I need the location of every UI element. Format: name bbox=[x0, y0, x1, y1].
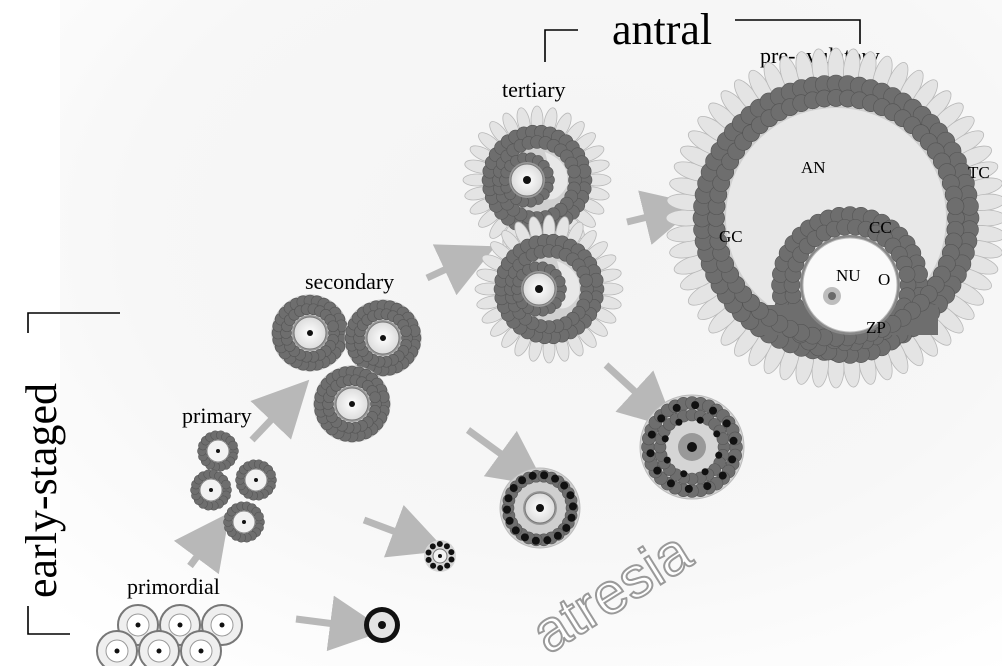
atretic-follicle-degenerate bbox=[364, 607, 400, 643]
tertiary-label: tertiary bbox=[502, 77, 566, 102]
secondary-label: secondary bbox=[305, 269, 394, 294]
primary-label: primary bbox=[182, 403, 252, 428]
nucleolus bbox=[828, 292, 836, 300]
secondary-follicle bbox=[272, 295, 348, 371]
nu-label: NU bbox=[836, 266, 861, 285]
atretic-follicle-large bbox=[640, 395, 744, 499]
atretic-follicle-medium bbox=[500, 468, 580, 548]
antral-label: antral bbox=[612, 5, 712, 54]
primordial-label: primordial bbox=[127, 574, 220, 599]
primordial-follicle bbox=[181, 631, 221, 666]
primary-follicle bbox=[198, 431, 239, 472]
primordial-follicle bbox=[97, 631, 137, 666]
o-label: O bbox=[878, 270, 890, 289]
primordial-follicle bbox=[139, 631, 179, 666]
an-label: AN bbox=[801, 158, 826, 177]
secondary-follicle bbox=[345, 300, 421, 376]
primary-follicle bbox=[224, 502, 265, 543]
tc-label: TC bbox=[968, 163, 990, 182]
secondary-follicle bbox=[314, 366, 390, 442]
primary-follicle bbox=[236, 460, 277, 501]
primary-follicle bbox=[191, 470, 232, 511]
atretic-follicle-small bbox=[424, 540, 456, 572]
cc-label: CC bbox=[869, 218, 892, 237]
zp-label: ZP bbox=[866, 318, 886, 337]
early-staged-label: early-staged bbox=[17, 383, 66, 598]
gc-label: GC bbox=[719, 227, 743, 246]
